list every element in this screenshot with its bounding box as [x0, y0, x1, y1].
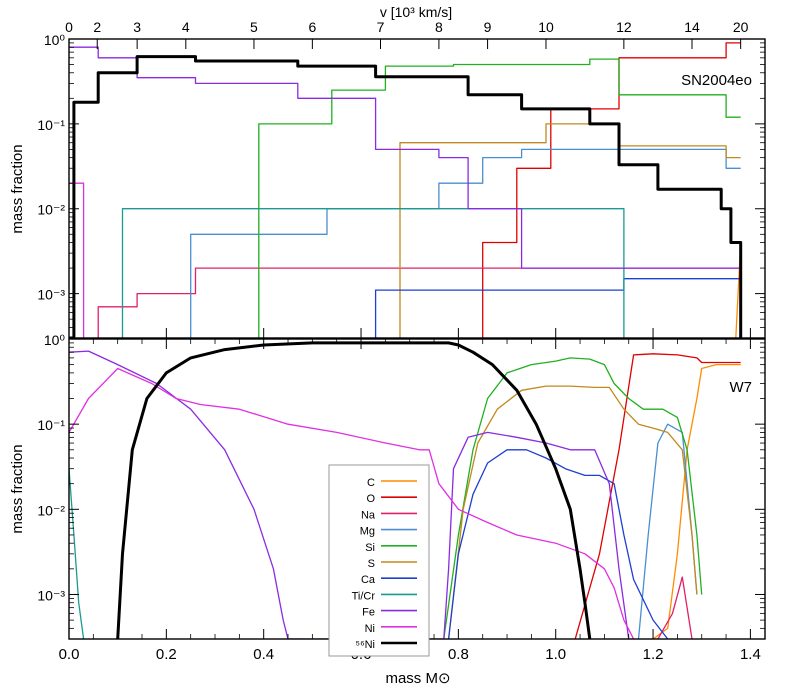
top-axis-title: v [10³ km/s] [380, 4, 452, 20]
bottom-xtick-label: 0.2 [156, 646, 177, 663]
top-vtick-label: 0 [65, 19, 73, 35]
bottom-series-ni [116, 341, 592, 639]
legend-label-fe: Fe [362, 607, 375, 619]
bottom-ytick-label: 10⁻¹ [37, 417, 65, 433]
bottom-series-s [447, 385, 698, 639]
bottom-series-o [574, 353, 741, 639]
legend-label-ti-cr: Ti/Cr [352, 590, 376, 602]
bottom-xtick-label: 1.4 [740, 646, 761, 663]
top-ytick-label: 10⁻¹ [37, 117, 65, 133]
top-series-ti-cr [121, 208, 625, 338]
top-vtick-label: 6 [308, 19, 316, 35]
top-ytick-label: 10⁻² [37, 202, 65, 218]
bottom-xtick-label: 1.0 [545, 646, 566, 663]
legend-label-mg: Mg [360, 526, 375, 538]
top-vtick-label: 20 [733, 19, 749, 35]
top-series-group [69, 42, 743, 338]
bottom-series-ni [69, 367, 635, 639]
top-vtick-label: 10 [538, 19, 554, 35]
top-series-ni [69, 55, 743, 338]
top-plot-frame [68, 38, 766, 339]
top-series-ca [374, 278, 741, 338]
top-y-axis-label: mass fraction [9, 144, 26, 233]
legend-label-na: Na [361, 509, 376, 521]
bottom-xtick-label: 0.0 [59, 646, 80, 663]
top-vtick-label: 5 [250, 19, 258, 35]
top-vtick-label: 7 [377, 19, 385, 35]
bottom-ytick-label: 10⁰ [44, 332, 66, 348]
bottom-panel-label: W7 [730, 379, 753, 396]
x-axis-label: mass M⊙ [385, 670, 450, 687]
bottom-series-si [443, 357, 703, 639]
legend-label-o: O [366, 493, 375, 505]
bottom-xtick-label: 0.8 [448, 646, 469, 663]
legend-label-si: Si [365, 542, 375, 554]
bottom-ytick-label: 10⁻³ [37, 587, 65, 603]
bottom-series-group [69, 341, 741, 639]
top-panel: 10⁰ 10⁻¹ 10⁻² 10⁻³ 0 2 3 4 5 6 7 8 9 10 12 14 20 SN2004e… [9, 4, 766, 339]
top-vtick-label: 3 [133, 19, 141, 35]
top-series-si [258, 58, 741, 338]
top-series-s [399, 123, 741, 338]
legend-label-c: C [367, 477, 375, 489]
top-vtick-label: 12 [616, 19, 632, 35]
bottom-series-ca [447, 449, 669, 639]
bottom-y-axis-label: mass fraction [9, 444, 26, 533]
bottom-series-c [652, 363, 741, 639]
bottom-xtick-label: 1.2 [643, 646, 664, 663]
top-panel-label: SN2004eo [681, 72, 752, 89]
bottom-xtick-label: 0.4 [253, 646, 274, 663]
bottom-series-ti-cr [69, 468, 85, 639]
top-ytick-label: 10⁻³ [37, 287, 65, 303]
top-axes: 10⁰ 10⁻¹ 10⁻² 10⁻³ 0 2 3 4 5 6 7 8 9 10 12 14 20 [37, 19, 766, 339]
top-ytick-label: 10⁰ [44, 32, 66, 48]
legend-label-s: S [368, 558, 375, 570]
legend-label-ni: Ni [365, 623, 375, 635]
top-vtick-label: 4 [182, 19, 190, 35]
top-series-fe [69, 46, 741, 269]
top-series-ni [69, 182, 85, 338]
top-vtick-label: 2 [93, 19, 101, 35]
top-vtick-label: 9 [484, 19, 492, 35]
legend-label-ca: Ca [361, 574, 376, 586]
legend-label-ni: ⁵⁶Ni [356, 639, 375, 651]
top-vtick-label: 14 [684, 19, 700, 35]
top-vtick-label: 8 [435, 19, 443, 35]
top-series-na [97, 267, 741, 338]
bottom-series-na [657, 576, 693, 639]
bottom-ytick-label: 10⁻² [37, 502, 65, 518]
